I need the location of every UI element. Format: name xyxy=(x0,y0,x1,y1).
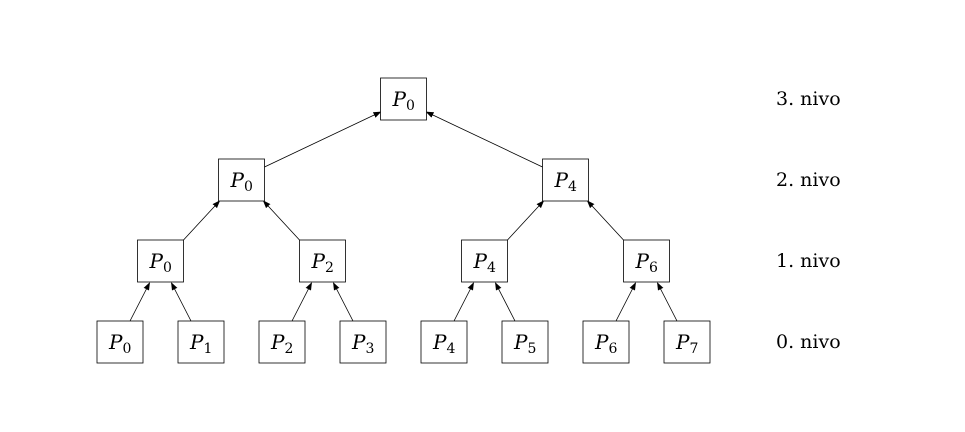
process-node: P4 xyxy=(420,320,468,364)
node-box xyxy=(582,320,630,364)
node-label: P3 xyxy=(351,330,374,357)
node-box xyxy=(137,239,184,283)
node-label: P1 xyxy=(189,330,212,357)
edge-arrow xyxy=(657,282,678,322)
node-label: P7 xyxy=(675,330,698,357)
node-box xyxy=(663,320,711,364)
node-label: P0 xyxy=(149,249,172,276)
process-node: P0 xyxy=(218,158,265,202)
process-node: P2 xyxy=(299,239,346,283)
edge-arrow xyxy=(264,111,382,168)
node-label: P2 xyxy=(270,330,293,357)
node-box xyxy=(501,320,549,364)
node-label: P6 xyxy=(594,330,617,357)
level-label: 0. nivo xyxy=(776,331,841,353)
node-box xyxy=(623,239,670,283)
process-node: P4 xyxy=(542,158,589,202)
process-node: P2 xyxy=(258,320,306,364)
node-label: P0 xyxy=(108,330,131,357)
node-label: P0 xyxy=(392,87,415,114)
edge-arrow xyxy=(495,282,516,322)
process-node: P6 xyxy=(582,320,630,364)
node-label: P4 xyxy=(473,249,496,276)
node-label: P0 xyxy=(230,168,253,195)
node-label: P4 xyxy=(432,330,455,357)
edge-arrow xyxy=(129,282,150,322)
process-node: P0 xyxy=(96,320,144,364)
node-box xyxy=(177,320,225,364)
edge-arrow xyxy=(453,282,474,322)
process-node: P4 xyxy=(461,239,508,283)
process-node: P7 xyxy=(663,320,711,364)
node-box xyxy=(258,320,306,364)
edge-arrow xyxy=(262,200,300,241)
process-node: P6 xyxy=(623,239,670,283)
process-node: P5 xyxy=(501,320,549,364)
edge-arrow xyxy=(507,200,545,241)
node-label: P5 xyxy=(513,330,536,357)
process-node: P0 xyxy=(137,239,184,283)
level-label: 1. nivo xyxy=(776,250,841,272)
node-label: P2 xyxy=(311,249,334,276)
edge-arrow xyxy=(425,111,543,168)
edge-arrow xyxy=(615,282,636,322)
level-label: 2. nivo xyxy=(776,169,841,191)
node-box xyxy=(218,158,265,202)
process-node: P3 xyxy=(339,320,387,364)
node-box xyxy=(339,320,387,364)
edge-arrow xyxy=(291,282,312,322)
edge-arrow xyxy=(183,200,221,241)
node-box xyxy=(420,320,468,364)
edge-arrow xyxy=(171,282,192,322)
node-box xyxy=(380,77,427,121)
node-box xyxy=(542,158,589,202)
process-node: P1 xyxy=(177,320,225,364)
edge-arrow xyxy=(333,282,354,322)
edge-arrow xyxy=(586,200,624,241)
node-label: P6 xyxy=(635,249,658,276)
level-label: 3. nivo xyxy=(776,88,841,110)
node-box xyxy=(461,239,508,283)
process-node: P0 xyxy=(380,77,427,121)
node-box xyxy=(96,320,144,364)
node-label: P4 xyxy=(554,168,577,195)
node-box xyxy=(299,239,346,283)
